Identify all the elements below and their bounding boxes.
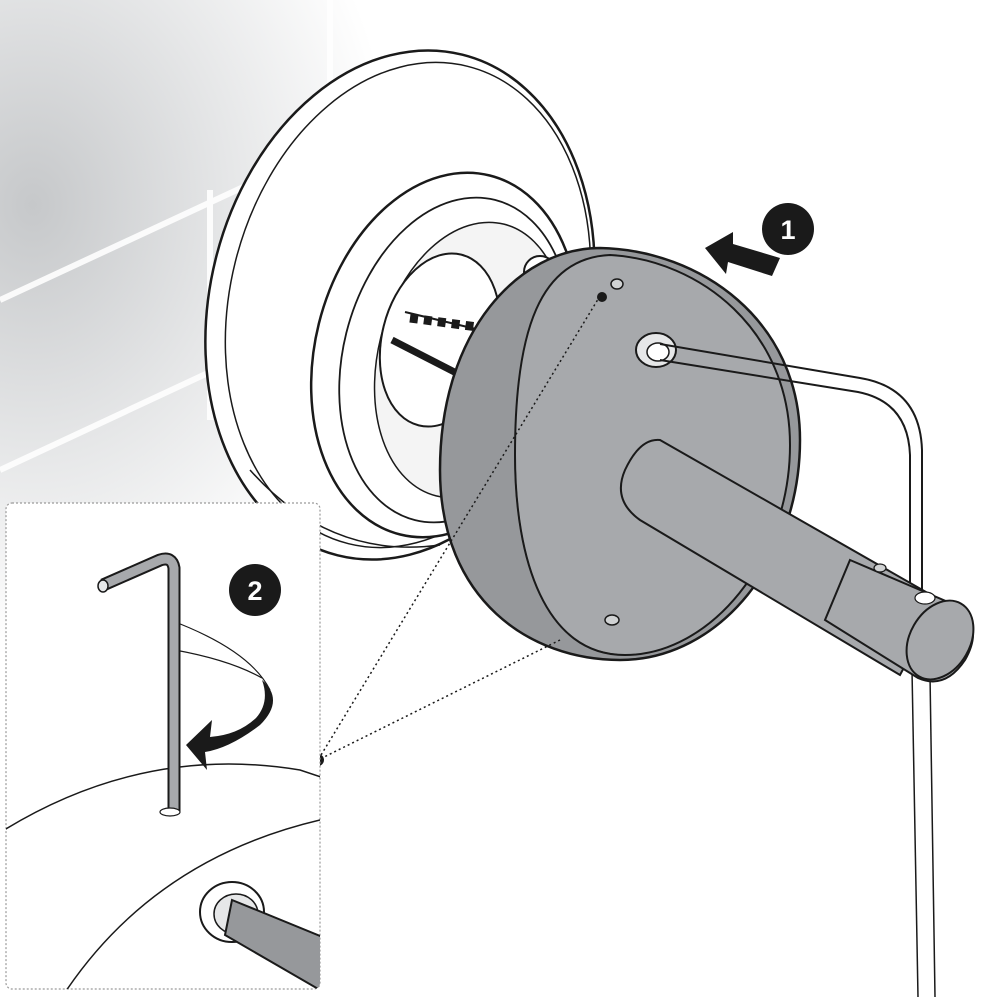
lever-grommet (635, 332, 677, 368)
step-badge-2: 2 (229, 564, 281, 616)
arrow-push-icon (705, 232, 780, 276)
detail-inset (5, 502, 321, 990)
lever-rod (659, 343, 936, 998)
step-number-2: 2 (247, 576, 262, 606)
callout-target-dot (597, 292, 607, 302)
step-number-1: 1 (780, 215, 795, 245)
callout-leader (317, 295, 601, 761)
inset-grommet (199, 881, 320, 989)
hex-key-icon (97, 552, 181, 817)
handle-arm (620, 438, 975, 683)
set-screw-hole-bottom (604, 614, 620, 626)
arrow-rotate-icon (186, 680, 274, 770)
set-screw-hole-top (610, 278, 624, 290)
step-badge-1: 1 (762, 203, 814, 255)
handle-body (438, 246, 802, 662)
